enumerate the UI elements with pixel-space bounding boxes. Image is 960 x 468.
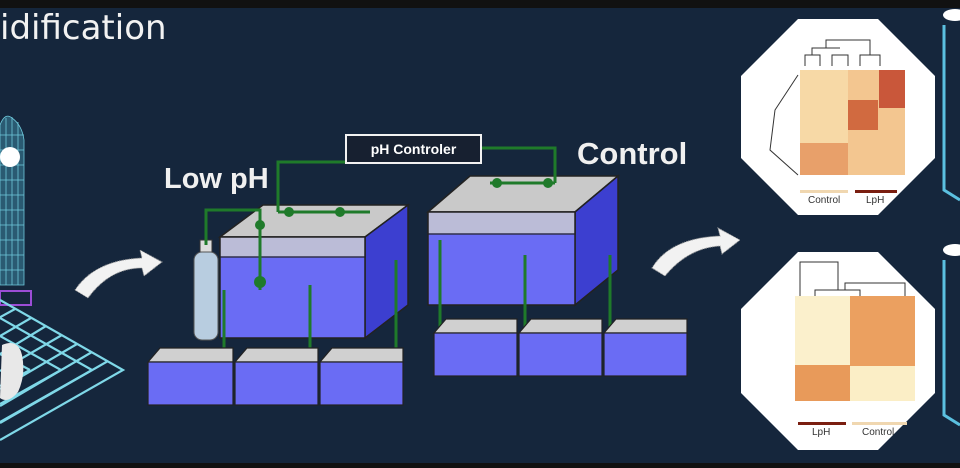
white-blob bbox=[0, 342, 24, 400]
arrow-right-icon bbox=[74, 249, 163, 299]
small-tank bbox=[602, 318, 688, 377]
small-tanks bbox=[146, 318, 688, 406]
small-tank bbox=[517, 318, 603, 377]
gas-bottle bbox=[193, 239, 219, 341]
control-tank bbox=[425, 174, 621, 307]
purple-box bbox=[0, 290, 32, 306]
arrow-right-icon bbox=[651, 227, 741, 277]
heatmap-top-group-label: Control bbox=[808, 195, 841, 206]
ph-controller-label: pH Controler bbox=[345, 134, 482, 164]
heatmap-bottom bbox=[741, 252, 935, 450]
pipe-valves bbox=[254, 178, 553, 288]
control-label: Control bbox=[577, 136, 688, 171]
low-ph-tank bbox=[217, 203, 411, 340]
low-ph-label: Low pH bbox=[164, 163, 269, 195]
small-tank bbox=[146, 347, 234, 406]
small-tank bbox=[432, 318, 518, 377]
heatmap-top bbox=[741, 19, 935, 215]
heatmap-bottom-group-label: Control bbox=[862, 427, 895, 438]
small-tank bbox=[318, 347, 404, 406]
right-cubes bbox=[942, 9, 960, 427]
bottom-bar bbox=[0, 463, 960, 468]
pipes bbox=[204, 146, 612, 395]
heatmap-bottom-group-label: LpH bbox=[812, 427, 831, 438]
slide-title: idification bbox=[0, 8, 167, 48]
heatmap-top-group-label: LpH bbox=[866, 195, 885, 206]
top-bar bbox=[0, 0, 960, 8]
wireframe-model bbox=[0, 115, 25, 286]
small-tank bbox=[233, 347, 319, 406]
